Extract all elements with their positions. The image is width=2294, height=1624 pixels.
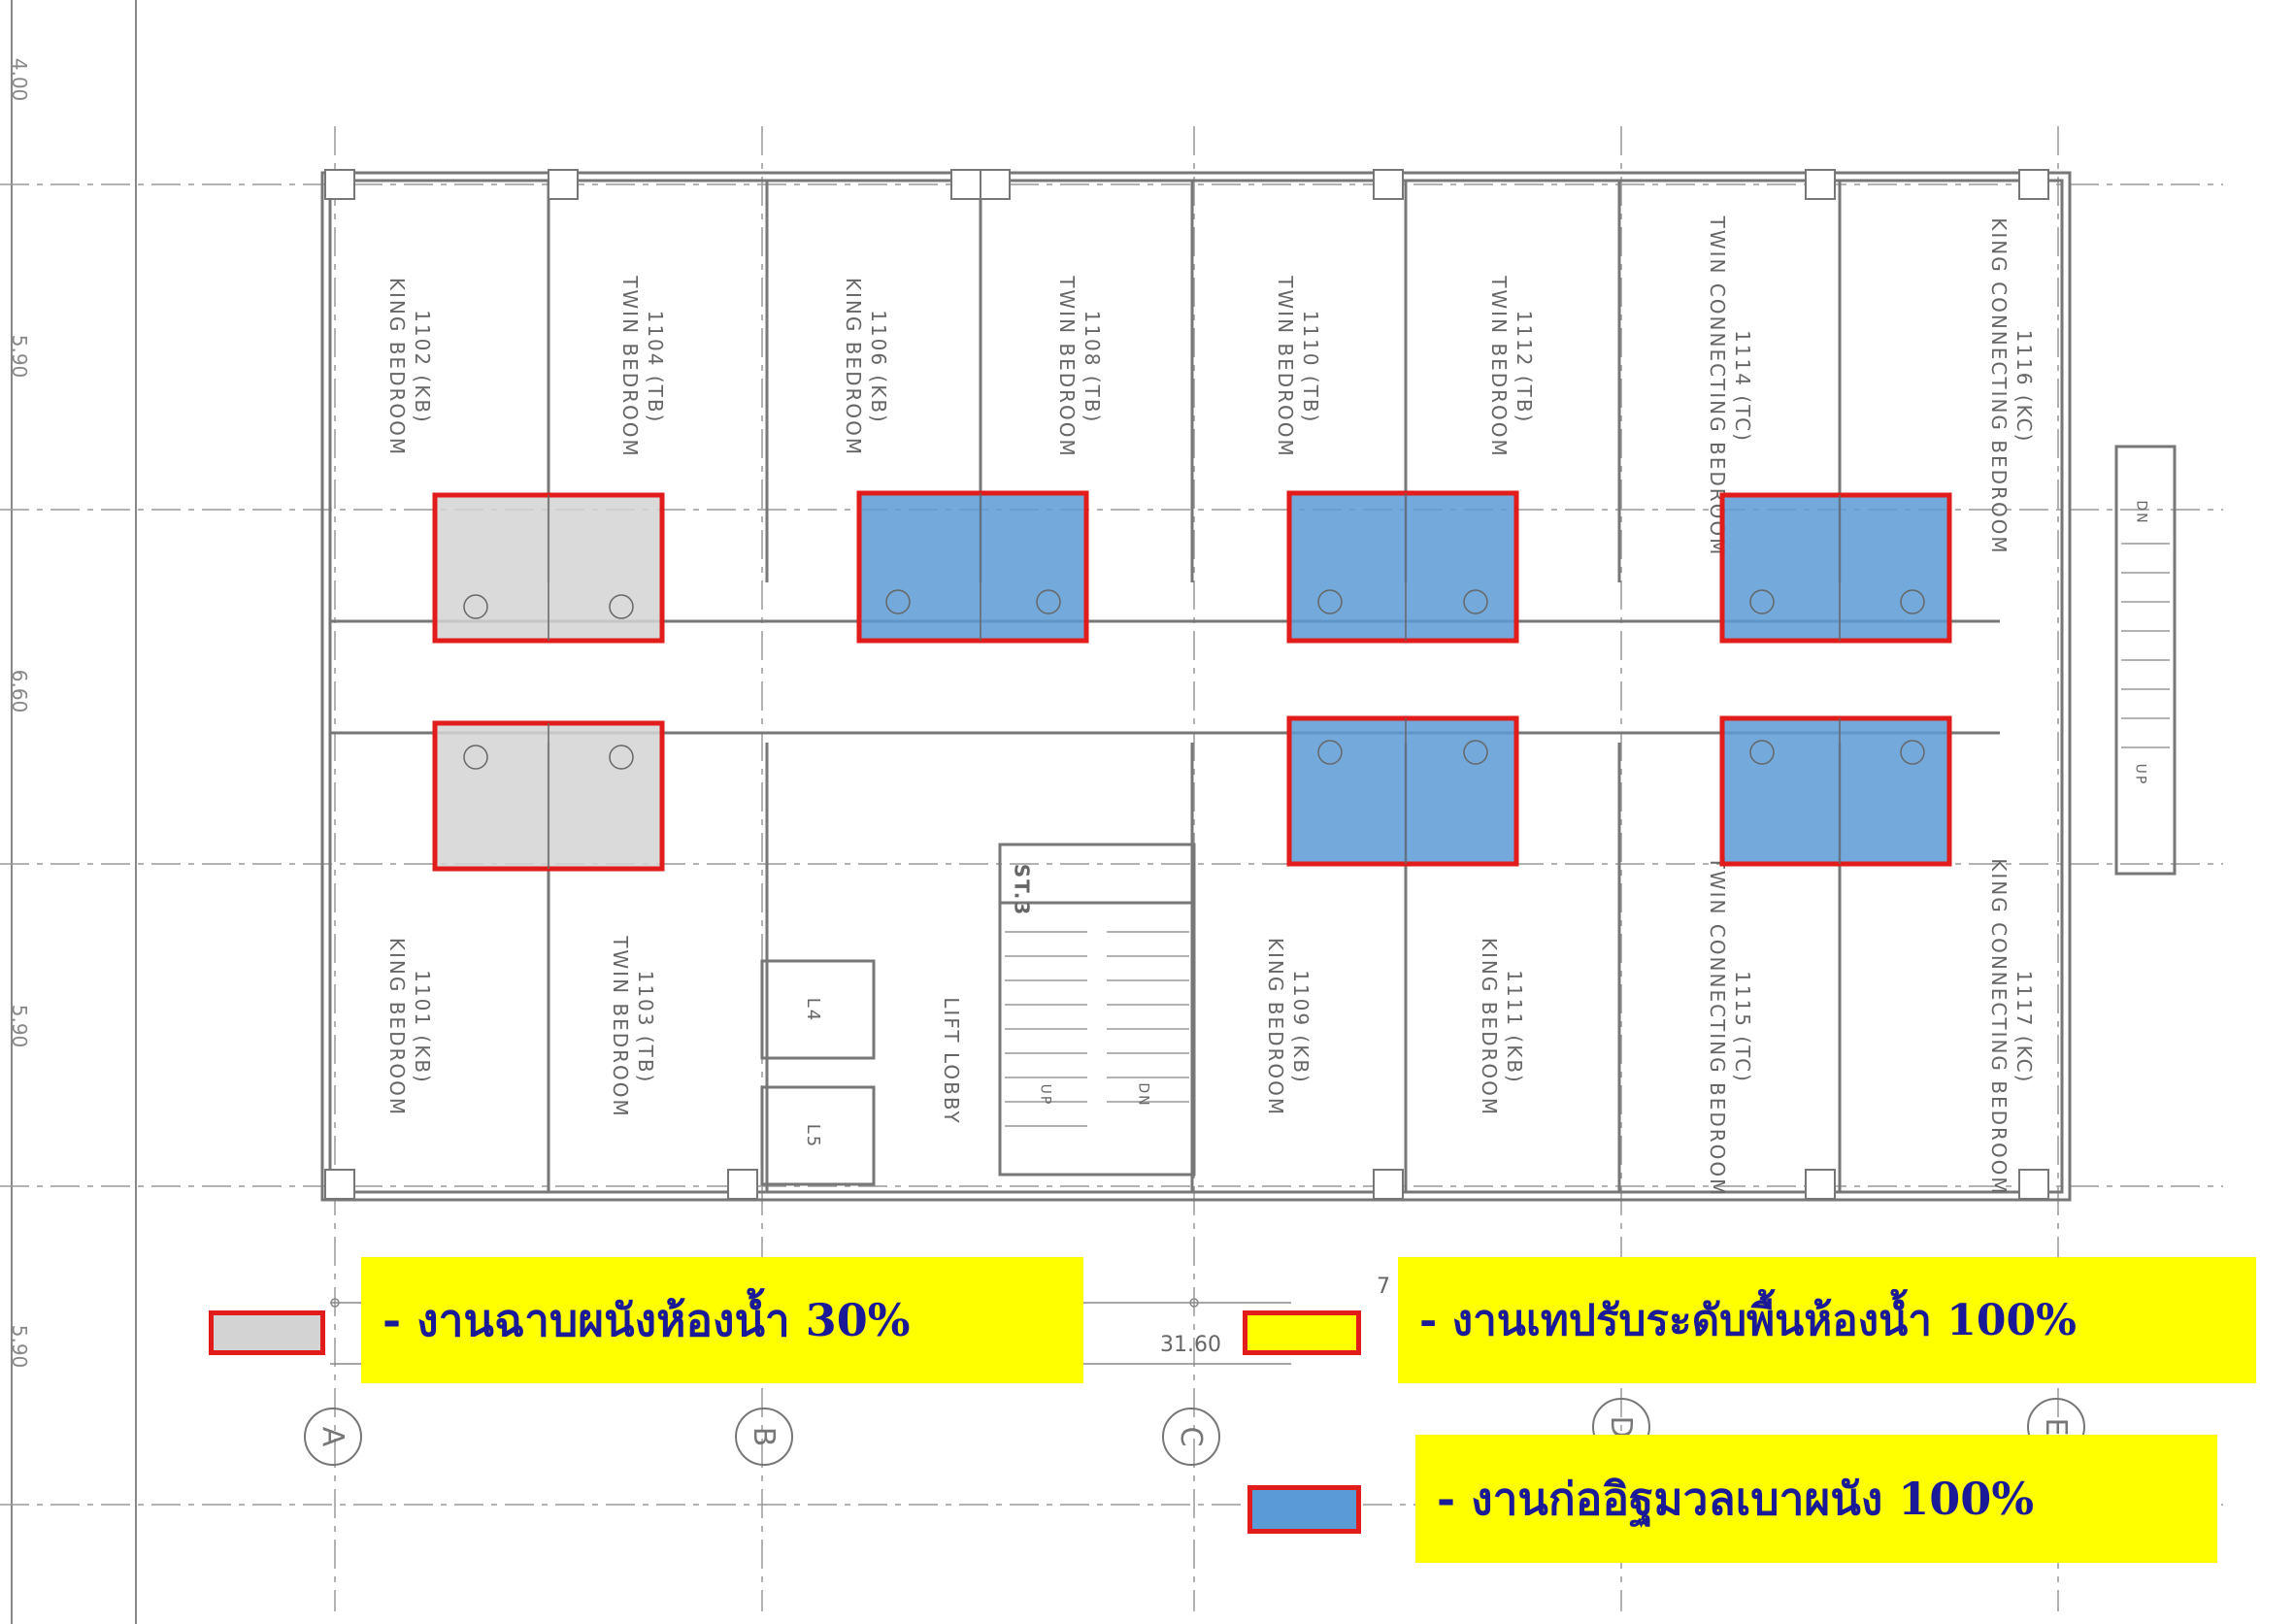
blue-bathrooms: [856, 490, 1952, 867]
legend-swatch-gray: [209, 1310, 325, 1355]
dimension-total: 31.60: [1160, 1333, 1221, 1357]
dimension-partial: 7: [1377, 1275, 1390, 1299]
legend-label-blue: - งานก่ออิฐมวลเบาผนัง 100%: [1415, 1435, 2217, 1563]
legend-swatch-blue: [1247, 1485, 1361, 1534]
legend-swatch-yellow: [1243, 1310, 1361, 1355]
legend-label-yellow: - งานเทปรับระดับพื้นห้องน้ำ 100%: [1398, 1257, 2256, 1383]
bathroom-blue: [1286, 715, 1519, 867]
fixtures: [463, 493, 1925, 869]
bathroom-blue: [1719, 715, 1952, 867]
border-lines: [11, 0, 137, 1624]
legend-label-gray: - งานฉาบผนังห้องน้ำ 30%: [361, 1257, 1083, 1383]
stair-treads: [1005, 543, 2170, 1127]
columns: [324, 169, 2049, 1200]
bathroom-blue: [1286, 490, 1519, 644]
bathroom-blue: [1719, 492, 1952, 644]
bathroom-blue: [856, 490, 1089, 644]
